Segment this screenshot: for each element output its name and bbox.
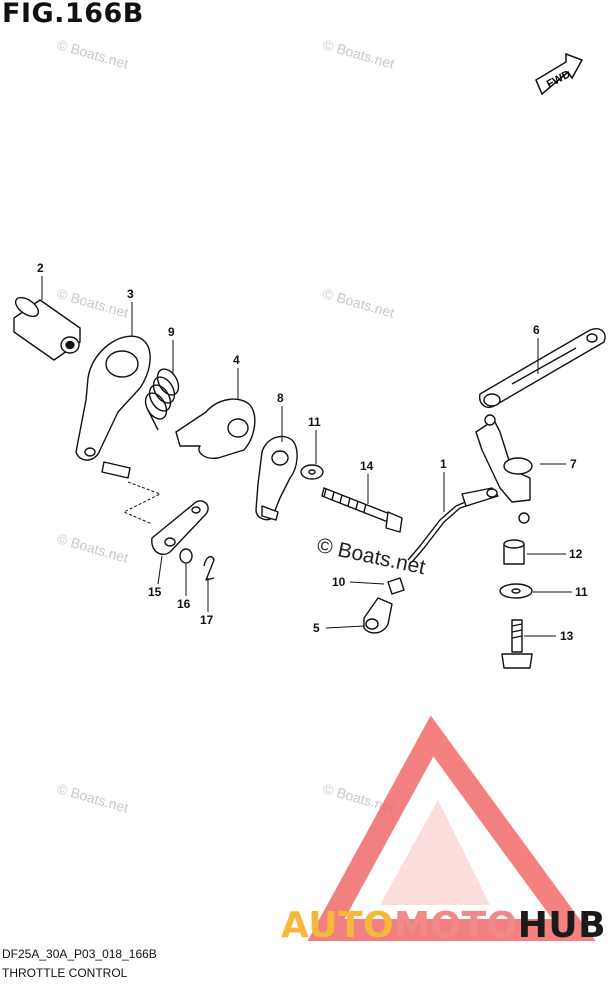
callout-6: 6 (533, 323, 540, 337)
callout-3: 3 (127, 287, 134, 301)
logo-triangle-icon (307, 715, 596, 941)
callout-12: 12 (569, 547, 583, 561)
brand-part-hub: HUB (517, 905, 607, 946)
part-9-spring (144, 368, 180, 431)
part-8-lever (255, 435, 298, 521)
part-pin (101, 461, 131, 479)
part-11-washer-lower (499, 583, 533, 599)
callout-17: 17 (200, 613, 214, 627)
part-12-spacer (503, 539, 525, 565)
part-2-collar (13, 296, 81, 361)
part-10-nut (387, 577, 405, 595)
brand-part-moto: MOTO (394, 905, 518, 946)
callout-16: 16 (177, 597, 191, 611)
callout-10: 10 (332, 575, 346, 589)
figure-caption: THROTTLE CONTROL (2, 966, 128, 980)
part-13-bolt (501, 619, 533, 669)
callout-4: 4 (233, 353, 240, 367)
callouts: 2 3 9 4 8 11 14 1 6 7 12 11 13 10 5 15 1… (37, 261, 588, 643)
callout-5: 5 (313, 621, 320, 635)
callout-11-lower: 11 (575, 585, 588, 599)
callout-15: 15 (148, 585, 162, 599)
brand-part-auto: AUTO (281, 905, 395, 946)
part-1-rod (407, 499, 473, 563)
callout-11: 11 (308, 415, 321, 429)
callout-7: 7 (570, 457, 577, 471)
part-6-arm (479, 328, 606, 408)
figure-title: FIG.166B (2, 0, 144, 29)
part-7-bracket (475, 414, 533, 524)
part-1-rod-end (461, 487, 499, 507)
part-15-lever (151, 500, 209, 556)
part-16-washer (179, 548, 193, 564)
callout-1: 1 (440, 457, 447, 471)
callout-13: 13 (560, 629, 574, 643)
callout-8: 8 (277, 391, 284, 405)
figure-code: DF25A_30A_P03_018_166B (2, 947, 157, 961)
part-11-washer (300, 464, 324, 480)
callout-9: 9 (168, 325, 175, 339)
callout-14: 14 (360, 459, 374, 473)
part-5-joint (363, 597, 393, 634)
part-14-screw (321, 487, 403, 533)
brand-logo: AUTOMOTOHUB (281, 905, 606, 946)
leader-lines (41, 276, 572, 637)
callout-2: 2 (37, 261, 44, 275)
part-17-clip (203, 555, 215, 581)
part-4-cam (175, 398, 256, 460)
fwd-arrow-icon: FWD (535, 52, 584, 96)
part-3-lever (75, 335, 151, 461)
